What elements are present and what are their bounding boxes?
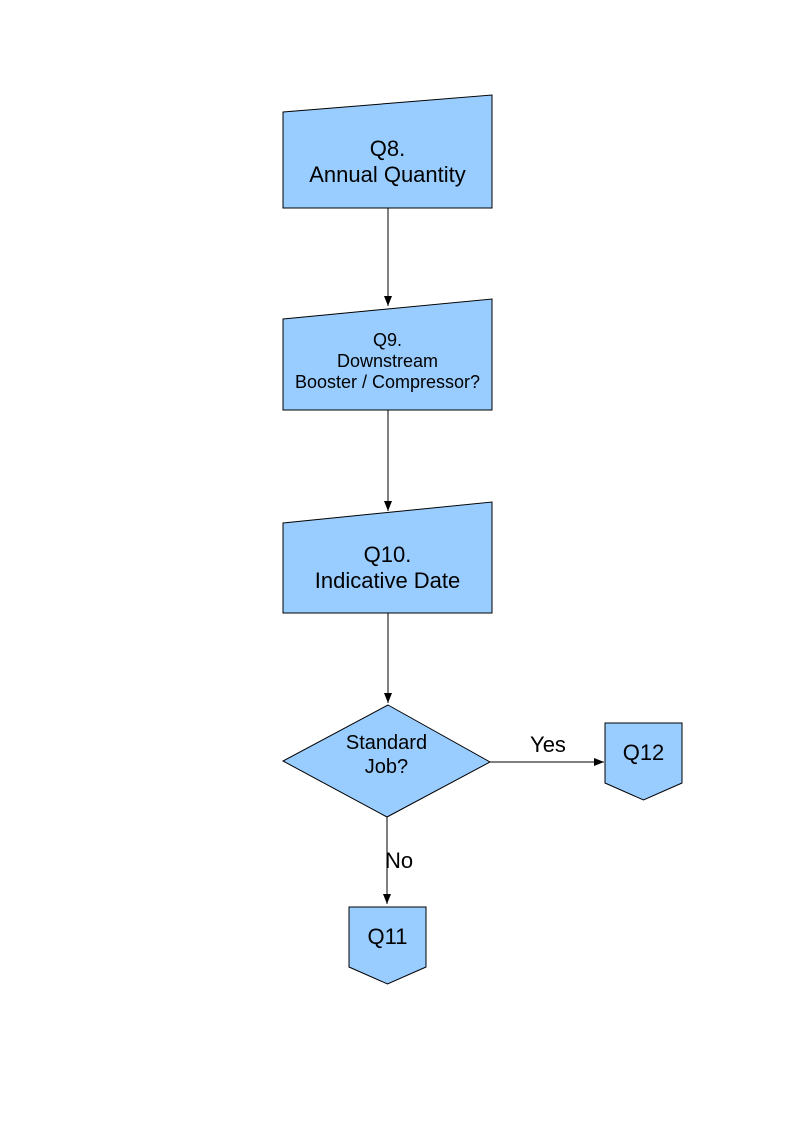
manual-input-shape — [282, 501, 493, 614]
node-q10-label: Q10. Indicative Date — [314, 541, 461, 593]
node-q11-connector: Q11 — [348, 906, 427, 985]
edge-label-yes: Yes — [530, 732, 566, 757]
node-q11-label: Q11 — [367, 924, 408, 950]
off-page-connector-shape — [604, 722, 683, 801]
node-decision-label: Standard Job? — [345, 732, 428, 778]
node-q8-label: Q8. Annual Quantity — [309, 135, 466, 187]
node-q12-connector: Q12 — [604, 722, 683, 801]
node-q9-label: Q9. Downstream Booster / Compressor? — [294, 330, 481, 392]
node-q10-indicative-date: Q10. Indicative Date — [282, 501, 493, 614]
node-q9-downstream-booster: Q9. Downstream Booster / Compressor? — [282, 298, 493, 411]
off-page-connector-shape — [348, 906, 427, 985]
edge-label-no: No — [385, 848, 414, 873]
decision-diamond-shape — [281, 704, 492, 818]
node-q12-label: Q12 — [622, 740, 665, 766]
manual-input-shape — [282, 94, 493, 209]
node-q8-annual-quantity: Q8. Annual Quantity — [282, 94, 493, 209]
manual-input-shape — [282, 298, 493, 411]
node-decision-standard-job: Standard Job? — [281, 704, 492, 818]
